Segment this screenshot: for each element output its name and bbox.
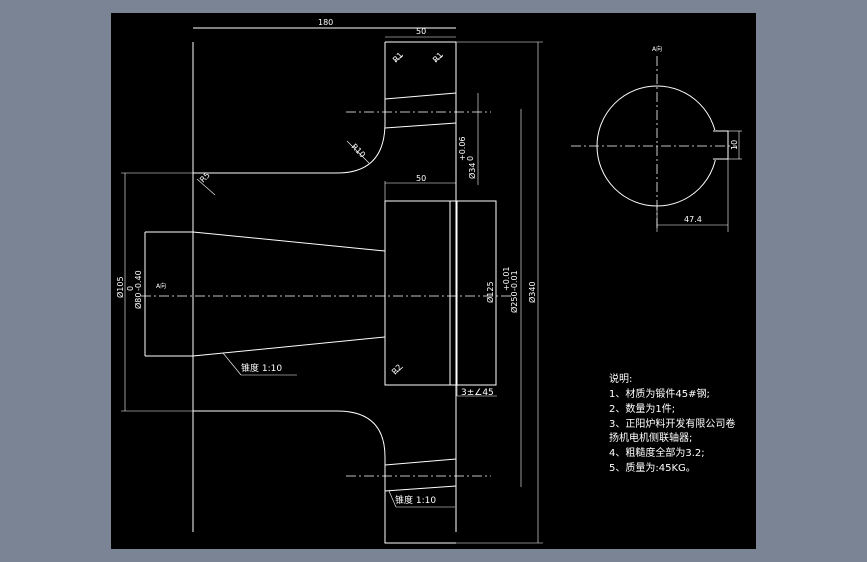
dim-r2-bottom: R2 (390, 363, 404, 377)
dim-d34: Ø34 (467, 163, 477, 179)
dim-keyway-depth: 47.4 (684, 215, 702, 224)
notes-line-2: 2、数量为1件; (609, 402, 675, 415)
dim-chamfer: 3±∠45 (461, 388, 494, 398)
dim-d80: Ø80 (133, 293, 143, 309)
notes-line-1: 1、材质为锻件45#钢; (609, 387, 710, 400)
dim-r1-right: R1 (431, 51, 445, 65)
notes-line-4: 4、粗糙度全部为3.2; (609, 446, 705, 459)
dim-keyway-width: 10 (730, 140, 739, 150)
technical-notes: 说明: 1、材质为锻件45#钢; 2、数量为1件; 3、正阳炉料开发有限公司卷 … (609, 372, 735, 474)
label-a-direction: A向 (156, 282, 166, 290)
dim-r1-left: R1 (391, 51, 405, 65)
notes-line-3b: 扬机电机侧联轴器; (609, 431, 692, 444)
dim-d105: Ø105 (115, 276, 125, 298)
dim-180: 180 (318, 18, 333, 27)
dim-50-top: 50 (416, 27, 426, 36)
dim-d250-tol-up: +0.01 (502, 266, 511, 291)
dim-d340: Ø340 (527, 281, 537, 303)
dim-d80-tol-lo: -0.40 (134, 270, 143, 291)
coupling-section-outline (144, 27, 497, 544)
drawing-viewport[interactable]: 180 50 R1 R1 R10 R5 Ø34 +0.06 0 50 Ø105 … (111, 13, 756, 549)
dimension-texts: 180 50 R1 R1 R10 R5 Ø34 +0.06 0 50 Ø105 … (115, 18, 537, 506)
dim-d80-tol-up: 0 (126, 286, 135, 291)
notes-title: 说明: (609, 372, 632, 385)
dim-d125: Ø125 (485, 281, 495, 303)
dim-50-mid: 50 (416, 174, 426, 183)
notes-line-3a: 3、正阳炉料开发有限公司卷 (609, 417, 735, 430)
dimension-lines (121, 27, 543, 544)
dim-d250-tol-lo: -0.01 (510, 270, 519, 291)
dim-d250: Ø250 (509, 291, 519, 313)
dim-taper-1: 锥度 1:10 (241, 362, 282, 374)
label-view-a: A向 (652, 45, 662, 53)
end-view: A向 10 47.4 (571, 45, 742, 232)
center-lines (141, 111, 511, 477)
dim-d34-tol-up: +0.06 (458, 136, 467, 161)
dim-r10: R10 (350, 142, 368, 160)
coupling-drawing: 180 50 R1 R1 R10 R5 Ø34 +0.06 0 50 Ø105 … (115, 18, 742, 544)
notes-line-5: 5、质量为:45KG。 (609, 462, 696, 474)
dim-d34-tol-lo: 0 (466, 156, 475, 161)
dim-taper-2: 锥度 1:10 (395, 494, 436, 506)
